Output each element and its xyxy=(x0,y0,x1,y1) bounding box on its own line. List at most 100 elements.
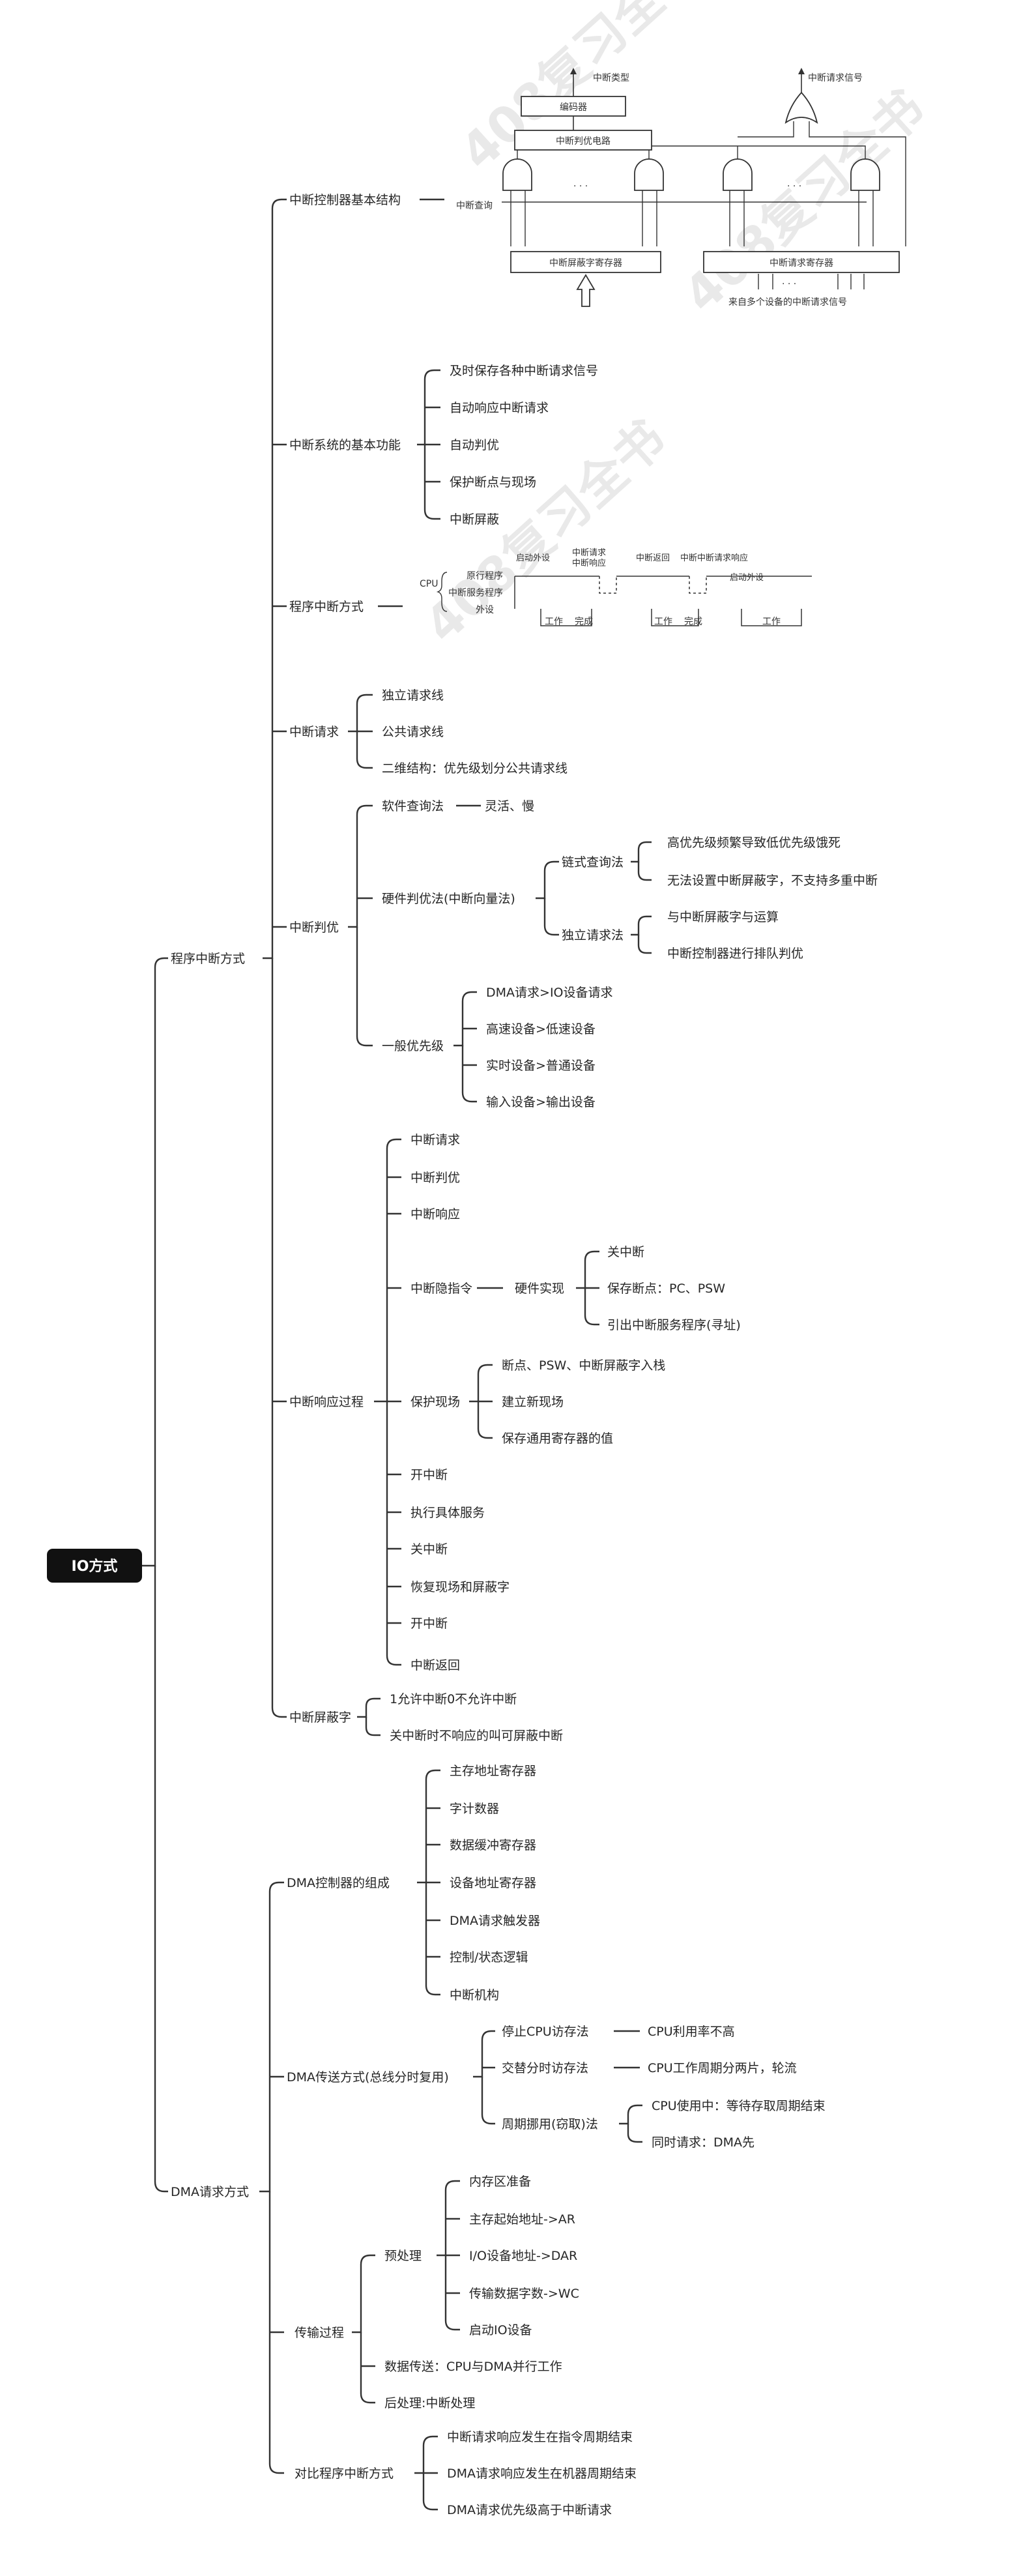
leaf-func-4[interactable]: 保护断点与现场 xyxy=(450,475,536,490)
step-2[interactable]: 中断判优 xyxy=(410,1171,460,1185)
leaf-priority-1[interactable]: DMA请求>IO设备请求 xyxy=(486,986,613,1000)
fig-encoder: 编码器 xyxy=(560,102,587,113)
leaf-pre-4[interactable]: 传输数据字数->WC xyxy=(469,2287,579,2301)
step-4[interactable]: 中断隐指令 xyxy=(410,1281,472,1296)
timing-work-1: 工作 xyxy=(545,617,563,627)
leaf-priority-4[interactable]: 输入设备>输出设备 xyxy=(486,1095,596,1109)
step-7[interactable]: 执行具体服务 xyxy=(410,1506,485,1520)
fig-req-signal-label: 中断请求信号 xyxy=(808,73,863,83)
leaf-pre-1[interactable]: 内存区准备 xyxy=(469,2174,531,2189)
leaf-independent-1[interactable]: 与中断屏蔽字与运算 xyxy=(667,910,779,924)
node-cycle-stealing[interactable]: 周期挪用(窃取)法 xyxy=(502,2117,598,2131)
timing-done-1: 完成 xyxy=(575,617,593,627)
leaf-func-2[interactable]: 自动响应中断请求 xyxy=(450,401,549,415)
leaf-independent-2[interactable]: 中断控制器进行排队判优 xyxy=(667,946,803,961)
leaf-compare-1[interactable]: 中断请求响应发生在指令周期结束 xyxy=(447,2430,633,2444)
leaf-compare-3[interactable]: DMA请求优先级高于中断请求 xyxy=(447,2503,612,2517)
leaf-mask-1[interactable]: 1允许中断0不允许中断 xyxy=(390,1692,517,1706)
timing-isr: 中断服务程序 xyxy=(448,588,503,598)
node-preprocess[interactable]: 预处理 xyxy=(384,2249,422,2263)
leaf-req-1[interactable]: 独立请求线 xyxy=(382,688,444,703)
fig-query-label: 中断查询 xyxy=(456,201,493,211)
root-node[interactable]: IO方式 xyxy=(47,1549,142,1583)
leaf-daisy-1[interactable]: 高优先级频繁导致低优先级饿死 xyxy=(667,836,841,850)
node-response-process[interactable]: 中断响应过程 xyxy=(289,1395,364,1409)
timing-int-return: 中断返回 xyxy=(636,553,670,563)
node-postprocess[interactable]: 后处理:中断处理 xyxy=(384,2396,475,2410)
leaf-hw-3[interactable]: 引出中断服务程序(寻址) xyxy=(607,1318,741,1332)
leaf-dmac-4[interactable]: 设备地址寄存器 xyxy=(450,1876,536,1890)
fig-request-register: 中断请求寄存器 xyxy=(769,257,833,269)
step-10[interactable]: 开中断 xyxy=(410,1617,448,1631)
node-dma-request[interactable]: DMA请求方式 xyxy=(171,2185,249,2199)
leaf-pre-5[interactable]: 启动IO设备 xyxy=(469,2323,532,2337)
step-5[interactable]: 保护现场 xyxy=(410,1395,460,1409)
step-11[interactable]: 中断返回 xyxy=(410,1658,460,1673)
leaf-req-2[interactable]: 公共请求线 xyxy=(382,725,444,739)
step-3[interactable]: 中断响应 xyxy=(410,1207,460,1222)
leaf-dmac-6[interactable]: 控制/状态逻辑 xyxy=(450,1950,528,1965)
node-interrupt-request[interactable]: 中断请求 xyxy=(289,725,339,739)
node-program-interrupt[interactable]: 程序中断方式 xyxy=(171,952,245,966)
timing-work-2: 工作 xyxy=(654,617,672,627)
node-hardware-impl[interactable]: 硬件实现 xyxy=(515,1281,564,1296)
step-8[interactable]: 关中断 xyxy=(410,1542,448,1557)
leaf-priority-2[interactable]: 高速设备>低速设备 xyxy=(486,1022,596,1036)
node-controller-structure[interactable]: 中断控制器基本结构 xyxy=(289,193,401,207)
leaf-func-3[interactable]: 自动判优 xyxy=(450,438,499,452)
leaf-protect-1[interactable]: 断点、PSW、中断屏蔽字入栈 xyxy=(502,1358,665,1373)
node-general-priority[interactable]: 一般优先级 xyxy=(382,1039,444,1053)
leaf-alternate[interactable]: CPU工作周期分两片，轮流 xyxy=(648,2061,797,2075)
leaf-hw-2[interactable]: 保存断点：PC、PSW xyxy=(607,1281,725,1296)
leaf-steal-1[interactable]: CPU使用中：等待存取周期结束 xyxy=(652,2099,826,2113)
leaf-func-5[interactable]: 中断屏蔽 xyxy=(450,512,499,527)
leaf-pre-3[interactable]: I/O设备地址->DAR xyxy=(469,2249,577,2263)
timing-int-req-resp: 中断中断请求响应 xyxy=(680,553,748,563)
node-interrupt-mask[interactable]: 中断屏蔽字 xyxy=(289,1710,351,1725)
watermark-1: 408复习全书 xyxy=(449,0,712,181)
leaf-req-3[interactable]: 二维结构：优先级划分公共请求线 xyxy=(382,761,568,776)
leaf-priority-3[interactable]: 实时设备>普通设备 xyxy=(486,1059,596,1073)
step-9[interactable]: 恢复现场和屏蔽字 xyxy=(410,1580,510,1594)
fig-dots-2: · · · xyxy=(787,181,801,192)
node-interrupt-priority[interactable]: 中断判优 xyxy=(289,920,339,935)
leaf-stop-cpu[interactable]: CPU利用率不高 xyxy=(648,2025,735,2039)
timing-main-program: 原行程序 xyxy=(467,571,503,581)
node-dma-transfer-mode[interactable]: DMA传送方式(总线分时复用) xyxy=(287,2070,449,2085)
leaf-func-1[interactable]: 及时保存各种中断请求信号 xyxy=(450,364,598,378)
leaf-dmac-1[interactable]: 主存地址寄存器 xyxy=(450,1764,536,1778)
step-1[interactable]: 中断请求 xyxy=(410,1133,460,1147)
fig-type-out-label: 中断类型 xyxy=(593,73,629,83)
leaf-protect-2[interactable]: 建立新现场 xyxy=(502,1395,564,1409)
leaf-dmac-2[interactable]: 字计数器 xyxy=(450,1802,499,1816)
node-stop-cpu[interactable]: 停止CPU访存法 xyxy=(502,2025,589,2039)
leaf-steal-2[interactable]: 同时请求：DMA先 xyxy=(652,2135,755,2150)
node-dma-controller[interactable]: DMA控制器的组成 xyxy=(287,1876,390,1890)
leaf-daisy-2[interactable]: 无法设置中断屏蔽字，不支持多重中断 xyxy=(667,873,878,888)
timing-device: 外设 xyxy=(476,605,494,615)
node-hardware-priority[interactable]: 硬件判优法(中断向量法) xyxy=(382,892,515,906)
node-daisy-chain[interactable]: 链式查询法 xyxy=(562,855,624,870)
node-alternate[interactable]: 交替分时访存法 xyxy=(502,2061,588,2075)
leaf-dmac-5[interactable]: DMA请求触发器 xyxy=(450,1914,540,1928)
leaf-protect-3[interactable]: 保存通用寄存器的值 xyxy=(502,1431,613,1446)
leaf-hw-1[interactable]: 关中断 xyxy=(607,1245,644,1259)
leaf-dmac-7[interactable]: 中断机构 xyxy=(450,1988,499,2002)
node-basic-functions[interactable]: 中断系统的基本功能 xyxy=(289,438,401,452)
leaf-dmac-3[interactable]: 数据缓冲寄存器 xyxy=(450,1838,536,1852)
leaf-compare-2[interactable]: DMA请求响应发生在机器周期结束 xyxy=(447,2466,637,2481)
timing-work-3: 工作 xyxy=(762,617,781,627)
node-program-interrupt-mode[interactable]: 程序中断方式 xyxy=(289,600,364,614)
step-6[interactable]: 开中断 xyxy=(410,1468,448,1482)
leaf-mask-2[interactable]: 关中断时不响应的叫可屏蔽中断 xyxy=(390,1729,563,1743)
leaf-software-polling[interactable]: 灵活、慢 xyxy=(485,799,534,813)
timing-figure: CPU 原行程序 中断服务程序 外设 启动外设 中断请求 中断响应 中断返回 中… xyxy=(420,548,812,627)
node-compare-interrupt[interactable]: 对比程序中断方式 xyxy=(295,2466,394,2481)
timing-int-request: 中断请求 xyxy=(572,548,606,558)
node-software-polling[interactable]: 软件查询法 xyxy=(382,799,444,813)
leaf-pre-2[interactable]: 主存起始地址->AR xyxy=(469,2212,575,2227)
node-data-transfer[interactable]: 数据传送：CPU与DMA并行工作 xyxy=(384,2360,562,2374)
node-transfer-process[interactable]: 传输过程 xyxy=(295,2326,344,2340)
node-independent-request[interactable]: 独立请求法 xyxy=(562,928,624,943)
